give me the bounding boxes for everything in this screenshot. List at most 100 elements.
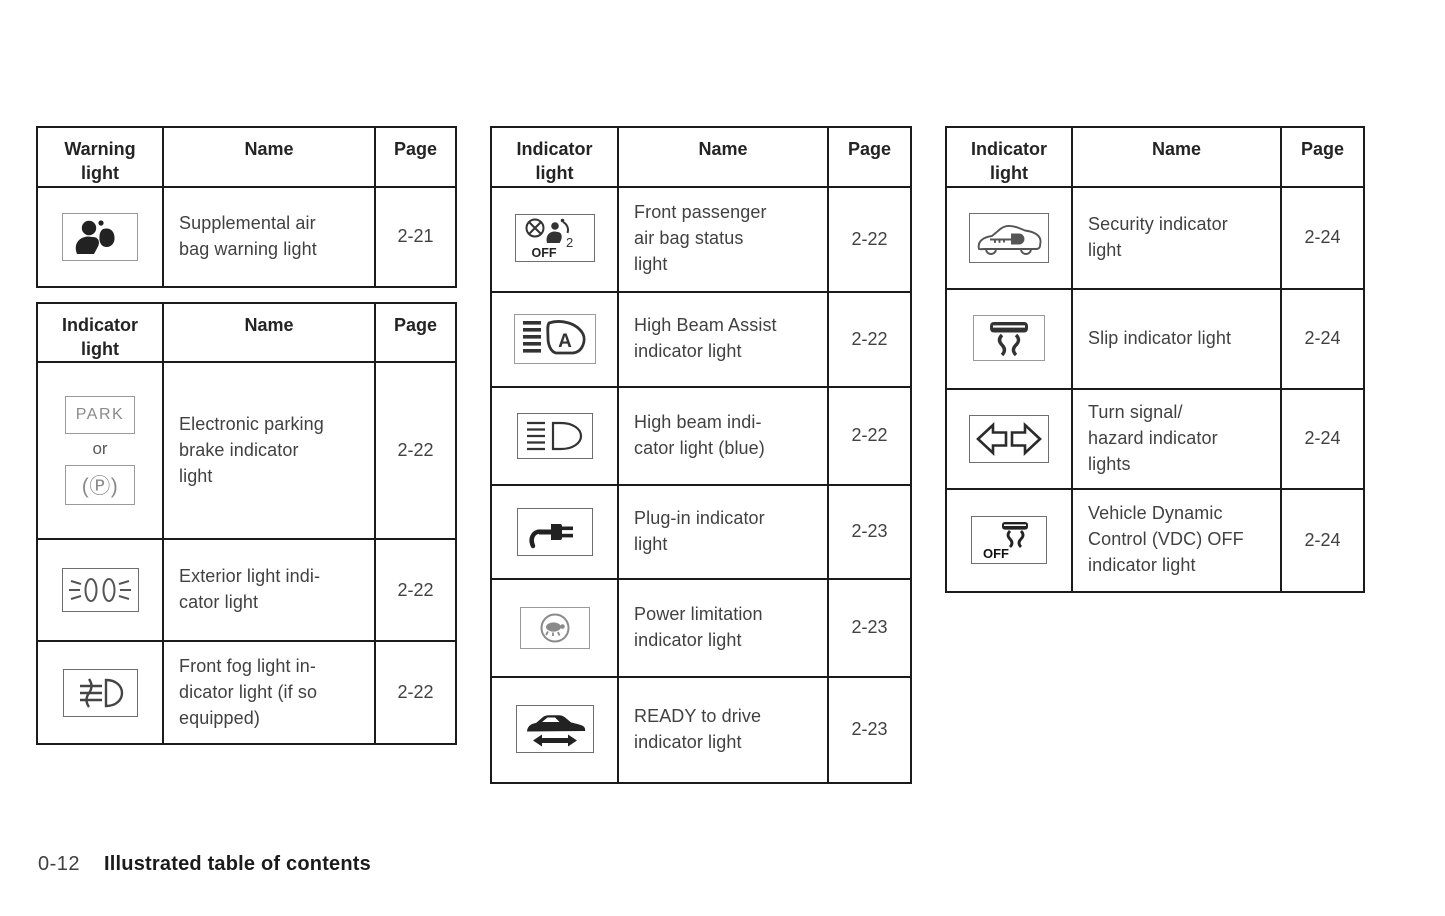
icon-cell [490, 483, 619, 580]
page-ref: 2-22 [374, 361, 457, 541]
table-row: A High Beam Assist indicator light 2-22 [490, 290, 912, 388]
park-label: PARK [75, 406, 125, 424]
icon-cell: OFF [945, 487, 1073, 593]
icon-cell [490, 577, 619, 678]
vdc-off-icon: OFF [971, 515, 1047, 564]
table-row: High beam indi- cator light (blue) 2-22 [490, 385, 912, 486]
table-row: Plug-in indicator light 2-23 [490, 483, 912, 580]
page-ref: 2-24 [1280, 487, 1365, 593]
passenger-airbag-2-label: 2 [566, 235, 573, 250]
indicator-light-table-left: Indicator light Name Page PARK or (Ⓟ) El… [36, 301, 457, 746]
light-name: High beam indi- cator light (blue) [617, 385, 829, 486]
light-name: Electronic parking brake indicator light [162, 361, 376, 541]
page-header: Page [1280, 126, 1365, 188]
name-header: Name [617, 126, 829, 188]
security-icon [969, 212, 1049, 263]
or-label: or [92, 439, 108, 459]
icon-cell: PARK or (Ⓟ) [36, 361, 164, 541]
icon-cell [945, 287, 1073, 390]
turn-signal-icon [969, 414, 1049, 463]
footer-page-number: 0-12 [38, 853, 81, 875]
footer-section-title: Illustrated table of contents [104, 853, 371, 875]
icon-cell: A [490, 290, 619, 388]
high-beam-icon [516, 412, 593, 459]
light-name: Security indicator light [1071, 185, 1282, 290]
light-name: READY to drive indicator light [617, 675, 829, 784]
table-row: 2 OFF Front passenger air bag status lig… [490, 185, 912, 293]
table-header-row: Warning light Name Page [36, 126, 457, 188]
right-column: Indicator light Name Page Security indic… [945, 126, 1365, 593]
name-header: Name [162, 126, 376, 188]
page-ref: 2-24 [1280, 387, 1365, 490]
vdc-off-label: OFF [983, 546, 1009, 560]
warning-light-table: Warning light Name Page Supplemental air… [36, 126, 457, 288]
page-ref: 2-24 [1280, 185, 1365, 290]
electronic-parking-brake-icon: PARK or (Ⓟ) [39, 396, 161, 505]
plug-in-icon [516, 507, 593, 556]
page-ref: 2-21 [374, 185, 457, 288]
light-name: Exterior light indi- cator light [162, 538, 376, 643]
indicator-light-table-right: Indicator light Name Page Security indic… [945, 126, 1365, 593]
table-row: READY to drive indicator light 2-23 [490, 675, 912, 784]
indicator-light-header: Indicator light [945, 126, 1073, 188]
front-fog-light-icon [62, 668, 138, 717]
icon-cell [490, 675, 619, 784]
light-name: Vehicle Dynamic Control (VDC) OFF indica… [1071, 487, 1282, 593]
left-column: Warning light Name Page Supplemental air… [36, 126, 457, 746]
page-header: Page [374, 126, 457, 188]
page-ref: 2-22 [827, 385, 912, 486]
light-name: Plug-in indicator light [617, 483, 829, 580]
table-row: Supplemental air bag warning light 2-21 [36, 185, 457, 288]
table-row: Turn signal/ hazard indicator lights 2-2… [945, 387, 1365, 490]
table-row: Security indicator light 2-24 [945, 185, 1365, 290]
table-header-row: Indicator light Name Page [36, 301, 457, 364]
light-name: High Beam Assist indicator light [617, 290, 829, 388]
middle-column: Indicator light Name Page 2 [490, 126, 912, 784]
light-name: Turn signal/ hazard indicator lights [1071, 387, 1282, 490]
page-ref: 2-23 [827, 483, 912, 580]
page-header: Page [827, 126, 912, 188]
slip-icon [973, 315, 1045, 362]
indicator-light-header: Indicator light [490, 126, 619, 188]
name-header: Name [162, 301, 376, 364]
light-name: Slip indicator light [1071, 287, 1282, 390]
name-header: Name [1071, 126, 1282, 188]
icon-cell [36, 538, 164, 643]
power-limitation-icon [519, 606, 590, 649]
icon-cell [945, 185, 1073, 290]
table-row: PARK or (Ⓟ) Electronic parking brake ind… [36, 361, 457, 541]
page-footer: 0-12 Illustrated table of contents [38, 853, 371, 876]
light-name: Power limitation indicator light [617, 577, 829, 678]
circled-p-brake-icon: (Ⓟ) [65, 464, 135, 505]
ready-to-drive-icon [515, 705, 594, 754]
light-name: Front fog light in- dicator light (if so… [162, 640, 376, 746]
exterior-light-icon [61, 568, 139, 613]
table-header-row: Indicator light Name Page [945, 126, 1365, 188]
park-indicator-icon: PARK [65, 396, 135, 435]
page-ref: 2-23 [827, 675, 912, 784]
icon-cell [36, 640, 164, 746]
indicator-light-header: Indicator light [36, 301, 164, 364]
passenger-airbag-off-label: OFF [531, 246, 556, 259]
supplemental-air-bag-warning-light-icon [62, 212, 138, 261]
table-row: Slip indicator light 2-24 [945, 287, 1365, 390]
icon-cell [36, 185, 164, 288]
light-name: Front passenger air bag status light [617, 185, 829, 293]
circled-p-label: (Ⓟ) [81, 474, 119, 498]
page-ref: 2-22 [374, 538, 457, 643]
icon-cell [945, 387, 1073, 490]
icon-cell [490, 385, 619, 486]
front-passenger-air-bag-status-icon: 2 OFF [514, 214, 595, 263]
table-row: Front fog light in- dicator light (if so… [36, 640, 457, 746]
hba-a-label: A [558, 331, 572, 352]
page-ref: 2-23 [827, 577, 912, 678]
table-header-row: Indicator light Name Page [490, 126, 912, 188]
page-ref: 2-24 [1280, 287, 1365, 390]
table-row: OFF Vehicle Dynamic Control (VDC) OFF in… [945, 487, 1365, 593]
page-ref: 2-22 [827, 290, 912, 388]
icon-cell: 2 OFF [490, 185, 619, 293]
high-beam-assist-icon: A [513, 313, 596, 364]
table-row: Exterior light indi- cator light 2-22 [36, 538, 457, 643]
warning-light-header: Warning light [36, 126, 164, 188]
page-ref: 2-22 [374, 640, 457, 746]
